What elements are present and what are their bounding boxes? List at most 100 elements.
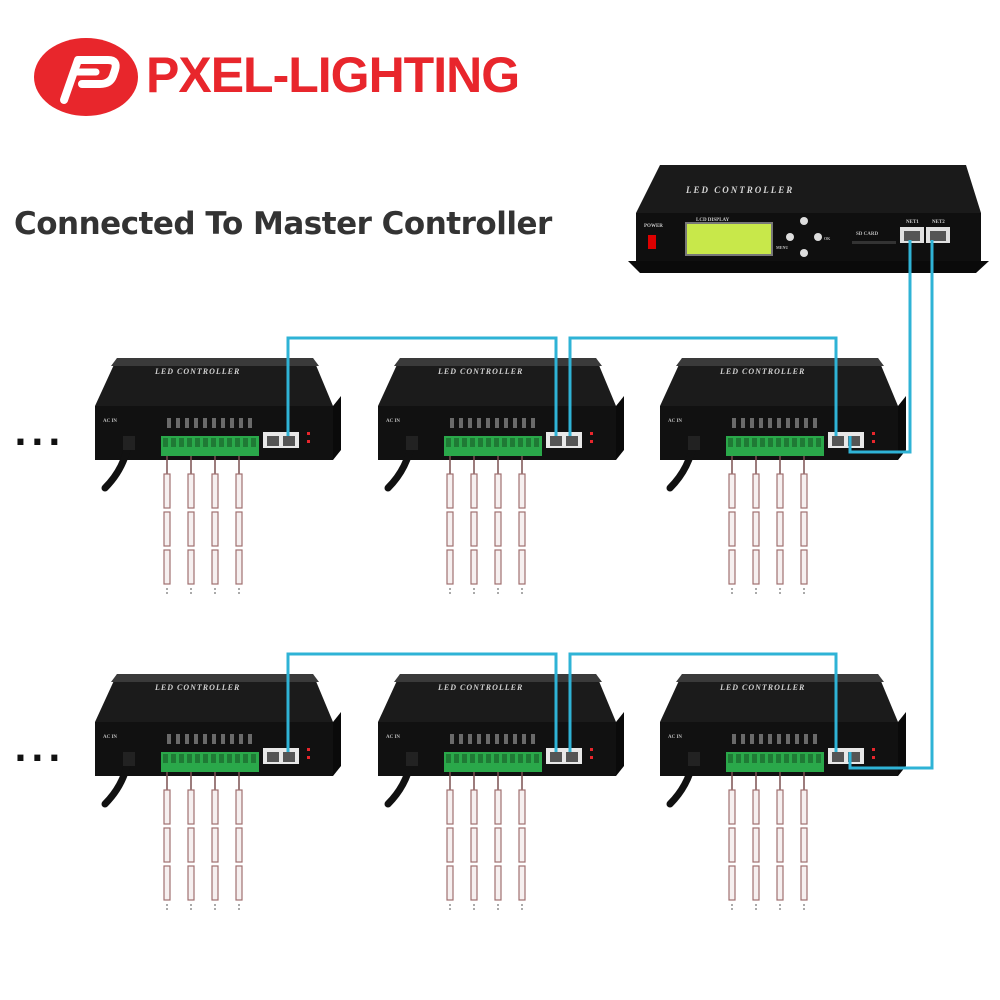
- status-led: [872, 440, 875, 443]
- terminal-screw: [744, 754, 749, 763]
- terminal-screw: [534, 438, 539, 447]
- controller-top: [660, 358, 898, 406]
- terminal-screw: [526, 754, 531, 763]
- print-mark: [804, 734, 808, 744]
- print-mark: [185, 734, 189, 744]
- terminal-screw: [752, 438, 757, 447]
- print-mark: [477, 734, 481, 744]
- status-led: [307, 432, 310, 435]
- status-led: [307, 440, 310, 443]
- status-led: [872, 432, 875, 435]
- print-mark: [212, 734, 216, 744]
- terminal-block: [161, 436, 259, 456]
- cable-master-to-row2: [848, 240, 934, 770]
- terminal-screw: [744, 438, 749, 447]
- led-strip-segment: [776, 789, 784, 825]
- brand-logo: PXEL-LIGHTING: [34, 38, 520, 118]
- controller-side: [616, 712, 624, 776]
- master-top: [636, 165, 981, 213]
- terminal-screw: [211, 754, 216, 763]
- print-mark: [513, 418, 517, 428]
- print-mark: [468, 418, 472, 428]
- rj45-port-1: [832, 436, 844, 446]
- led-strip-segment: [728, 549, 736, 585]
- led-strip-segment: [446, 865, 454, 901]
- led-strip-segment: [470, 865, 478, 901]
- print-mark: [167, 418, 171, 428]
- up-button: [800, 217, 808, 225]
- led-strip-segment: [187, 511, 195, 547]
- terminal-screw: [235, 438, 240, 447]
- print-mark: [212, 418, 216, 428]
- print-mark: [732, 734, 736, 744]
- led-strip-segment: [800, 511, 808, 547]
- status-led: [872, 756, 875, 759]
- terminal-screw: [768, 754, 773, 763]
- print-mark: [786, 418, 790, 428]
- print-mark: [813, 734, 817, 744]
- status-led: [590, 756, 593, 759]
- led-strip-segment: [752, 865, 760, 901]
- terminal-block: [161, 752, 259, 772]
- print-mark: [230, 418, 234, 428]
- led-strip-segment: [187, 549, 195, 585]
- power-switch: [648, 235, 656, 249]
- net1-label: NET1: [906, 220, 919, 225]
- print-mark: [194, 418, 198, 428]
- led-strip-segment: [728, 473, 736, 509]
- terminal-screw: [808, 754, 813, 763]
- terminal-screw: [784, 438, 789, 447]
- power-label: AC IN: [386, 735, 400, 740]
- status-led: [590, 748, 593, 751]
- led-strip-segment: [235, 511, 243, 547]
- menu-button: [786, 233, 794, 241]
- cable-row1-right-to-middle: [568, 336, 838, 436]
- print-mark: [495, 418, 499, 428]
- print-mark: [176, 418, 180, 428]
- terminal-screw: [728, 438, 733, 447]
- print-mark: [230, 734, 234, 744]
- down-button: [800, 249, 808, 257]
- terminal-screw: [526, 438, 531, 447]
- more-controllers-row2: ...: [14, 730, 65, 770]
- power-label: AC IN: [103, 419, 117, 424]
- led-strip-segment: [235, 549, 243, 585]
- led-strip-segment: [187, 473, 195, 509]
- led-strip-segment: [494, 865, 502, 901]
- terminal-screw: [163, 438, 168, 447]
- master-label: LED CONTROLLER: [685, 185, 794, 195]
- led-strip-segment: [211, 865, 219, 901]
- led-strip-segment: [163, 865, 171, 901]
- print-mark: [759, 734, 763, 744]
- led-strip-segment: [800, 549, 808, 585]
- terminal-screw: [203, 754, 208, 763]
- cable-row2-middle-to-left: [286, 652, 558, 752]
- power-plug: [406, 436, 418, 450]
- led-strip-segment: [470, 473, 478, 509]
- power-label: AC IN: [668, 419, 682, 424]
- controller-side: [333, 712, 341, 776]
- terminal-screw: [792, 754, 797, 763]
- led-strip-segment: [446, 549, 454, 585]
- terminal-screw: [478, 754, 483, 763]
- status-led: [872, 748, 875, 751]
- terminal-screw: [462, 754, 467, 763]
- led-strip-segment: [776, 549, 784, 585]
- terminal-screw: [446, 754, 451, 763]
- net2-label: NET2: [932, 220, 945, 225]
- terminal-block: [444, 436, 542, 456]
- power-plug: [123, 436, 135, 450]
- more-controllers-row1: ...: [14, 414, 65, 454]
- led-strip-segment: [800, 473, 808, 509]
- controller-label: LED CONTROLLER: [719, 367, 805, 376]
- led-strip-segment: [518, 549, 526, 585]
- power-label: AC IN: [386, 419, 400, 424]
- terminal-screw: [470, 754, 475, 763]
- lcd-display: [685, 222, 773, 256]
- brand-name: PXEL-LIGHTING: [146, 47, 520, 103]
- led-strip-segment: [518, 511, 526, 547]
- terminal-screw: [171, 754, 176, 763]
- led-strip-segment: [752, 511, 760, 547]
